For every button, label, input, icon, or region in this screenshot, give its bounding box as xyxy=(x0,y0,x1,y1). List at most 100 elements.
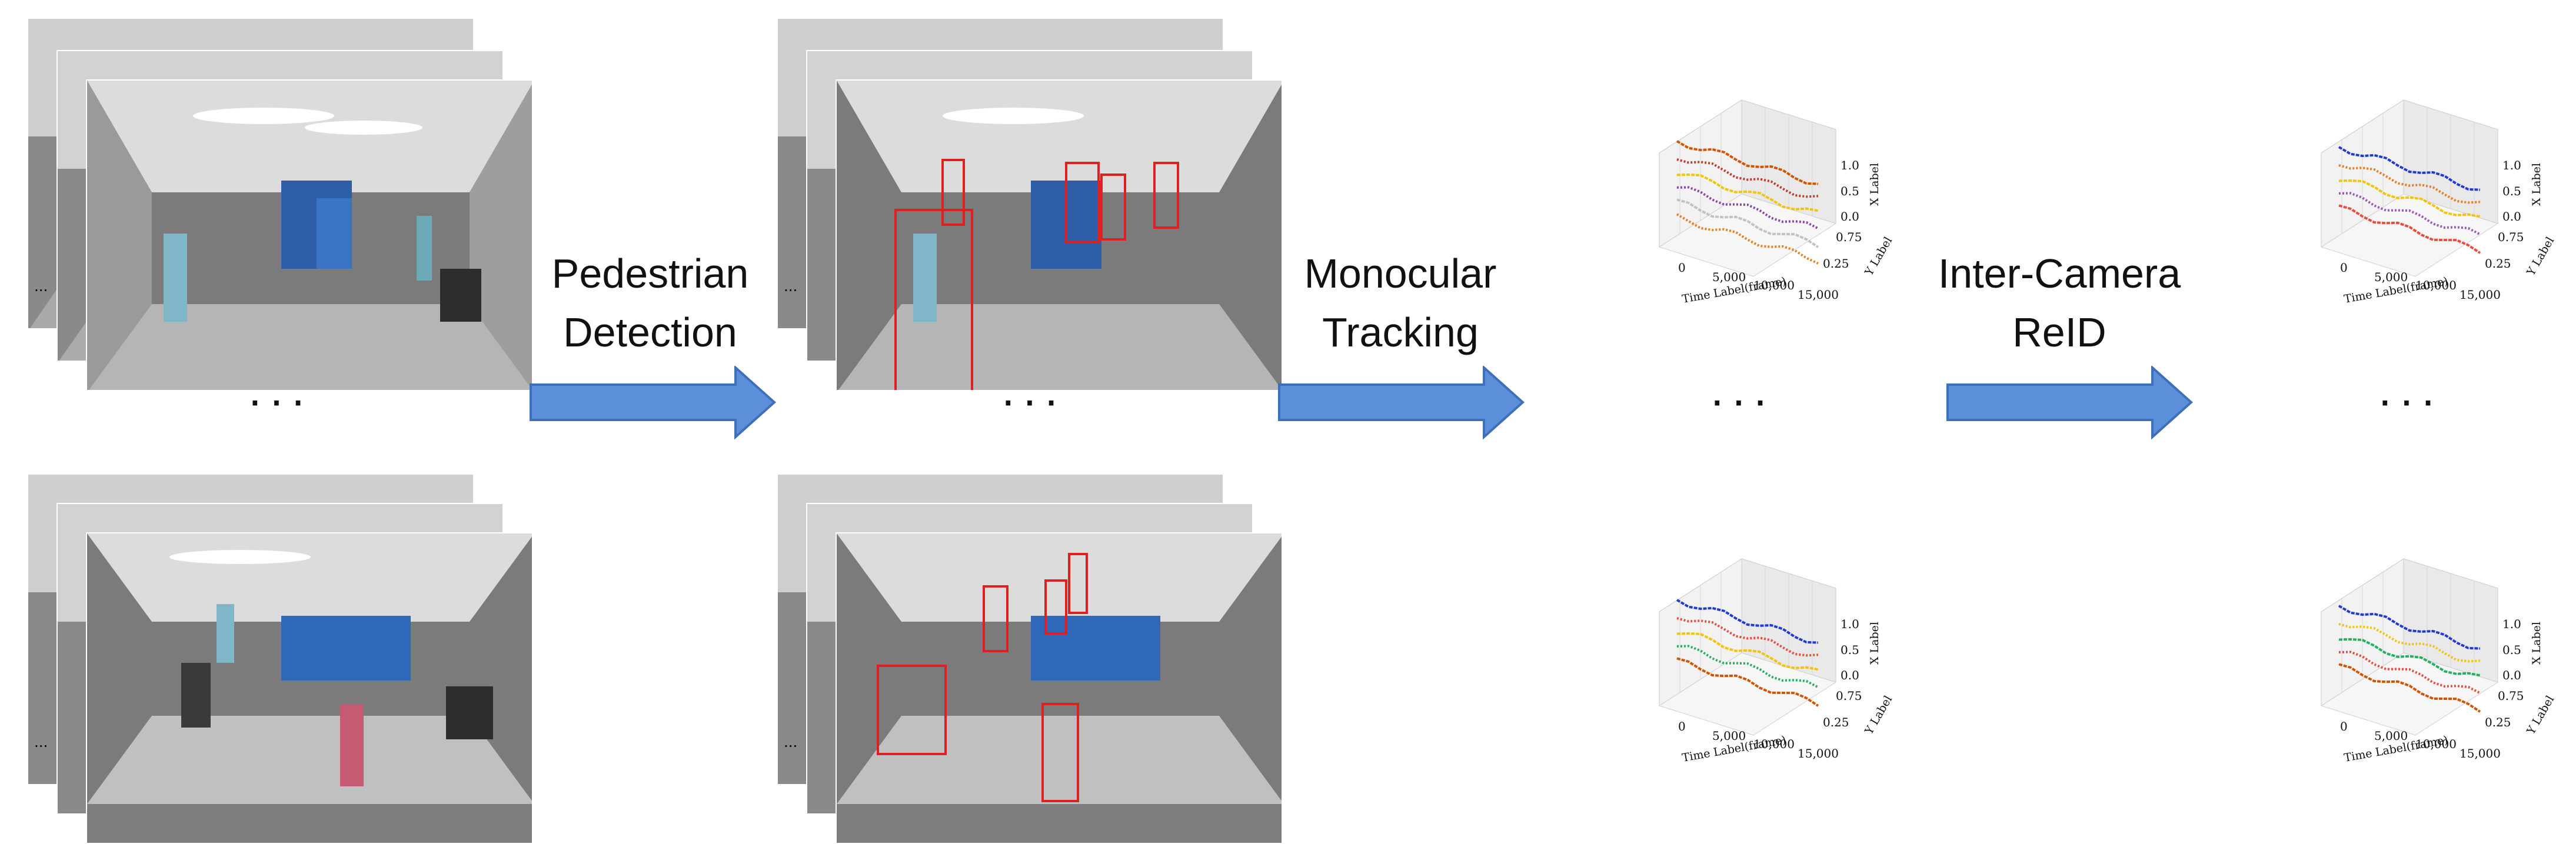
trajectory xyxy=(2338,605,2481,650)
plot-floor xyxy=(1658,652,1837,736)
operating-room-frame xyxy=(86,79,533,391)
detection-box xyxy=(894,209,973,390)
trajectory xyxy=(2338,192,2481,236)
stack-marker: ... xyxy=(34,732,48,750)
y-tick-label: 0.25 xyxy=(1823,715,1849,729)
y-tick-label: 0.75 xyxy=(1836,689,1862,703)
stage-label-line: Monocular xyxy=(1304,251,1497,296)
detection-box xyxy=(983,585,1009,652)
trajectory xyxy=(1676,158,1819,198)
trajectory xyxy=(2338,164,2481,204)
time-tick-label: 5,000 xyxy=(1712,729,1746,743)
ellipsis: ··· xyxy=(1000,373,1065,426)
trajectory xyxy=(1676,140,1819,185)
trajectory xyxy=(2338,204,2481,254)
y-tick-label: 0.75 xyxy=(2498,230,2524,244)
stage-label-detection: Pedestrian Detection xyxy=(527,244,774,362)
y-tick-label: 0.25 xyxy=(1823,256,1849,271)
trajectory xyxy=(1676,657,1819,707)
time-tick-label: 0 xyxy=(1678,261,1686,275)
plot-floor xyxy=(1658,194,1837,277)
detection-frame xyxy=(836,532,1283,844)
x-tick-label: 0.0 xyxy=(2502,209,2521,223)
y-tick-label: 0.75 xyxy=(2498,689,2524,703)
time-tick-label: 10,000 xyxy=(1753,278,1795,292)
stage-label-line: Tracking xyxy=(1322,309,1479,355)
y-axis-label: Y Label xyxy=(1862,693,1895,737)
ellipsis: ··· xyxy=(247,373,312,426)
detection-box xyxy=(1068,553,1088,614)
trajectory xyxy=(2338,663,2481,713)
time-tick-label: 5,000 xyxy=(2374,270,2408,284)
x-axis-label: X Label xyxy=(2530,163,2543,206)
x-tick-label: 1.0 xyxy=(2502,617,2521,631)
detection-box xyxy=(1153,162,1179,229)
trajectory xyxy=(1676,632,1819,671)
x-tick-label: 0.5 xyxy=(2502,643,2521,657)
time-tick-label: 10,000 xyxy=(2415,737,2457,751)
trajectory xyxy=(1676,186,1819,230)
trajectory xyxy=(2338,650,2481,695)
x-axis-label: X Label xyxy=(1868,163,1881,206)
trajectory xyxy=(2338,623,2481,663)
time-tick-label: 15,000 xyxy=(2459,746,2501,760)
x-tick-label: 0.5 xyxy=(2502,184,2521,198)
time-tick-label: 10,000 xyxy=(1753,737,1795,751)
x-tick-label: 1.0 xyxy=(2502,158,2521,172)
y-tick-label: 0.25 xyxy=(2485,715,2511,729)
y-tick-label: 0.75 xyxy=(1836,230,1862,244)
ellipsis: ··· xyxy=(2377,373,2442,426)
time-tick-label: 0 xyxy=(2340,261,2348,275)
trajectory xyxy=(2338,146,2481,191)
stack-marker: ... xyxy=(34,276,48,295)
stage-label-line: ReID xyxy=(2012,309,2106,355)
trajectory xyxy=(1676,198,1819,248)
trajectory xyxy=(1676,599,1819,644)
process-arrow xyxy=(1946,366,2194,439)
time-tick-label: 10,000 xyxy=(2415,278,2457,292)
trajectory xyxy=(1676,617,1819,657)
x-axis-label: X Label xyxy=(2530,622,2543,665)
detection-box xyxy=(1065,162,1100,243)
stack-marker: ... xyxy=(784,732,798,750)
x-tick-label: 0.0 xyxy=(1841,209,1859,223)
stage-label-line: Inter-Camera xyxy=(1938,251,2181,296)
stage-label-line: Detection xyxy=(563,309,737,355)
detection-frame xyxy=(836,79,1283,391)
detection-box xyxy=(1044,579,1067,635)
time-tick-label: 15,000 xyxy=(2459,288,2501,302)
x-tick-label: 1.0 xyxy=(1841,617,1859,631)
ellipsis: ··· xyxy=(1709,373,1774,426)
operating-room-frame xyxy=(86,532,533,844)
detection-box xyxy=(941,159,965,226)
detection-box xyxy=(877,665,947,755)
detection-box xyxy=(1100,174,1126,241)
y-tick-label: 0.25 xyxy=(2485,256,2511,271)
time-tick-label: 15,000 xyxy=(1798,288,1839,302)
y-axis-label: Y Label xyxy=(2524,235,2557,278)
time-tick-label: 15,000 xyxy=(1798,746,1839,760)
x-tick-label: 1.0 xyxy=(1841,158,1859,172)
time-tick-label: 0 xyxy=(2340,719,2348,733)
stage-label-tracking: Monocular Tracking xyxy=(1277,244,1524,362)
process-arrow xyxy=(530,366,777,439)
trajectory xyxy=(1676,174,1819,212)
y-axis-label: Y Label xyxy=(2524,693,2557,737)
time-tick-label: 5,000 xyxy=(1712,270,1746,284)
x-axis-label: X Label xyxy=(1868,622,1881,665)
stage-label-reid: Inter-Camera ReID xyxy=(1924,244,2195,362)
y-axis-label: Y Label xyxy=(1862,235,1895,278)
time-tick-label: 0 xyxy=(1678,719,1686,733)
trajectory xyxy=(1676,645,1819,689)
x-tick-label: 0.0 xyxy=(1841,668,1859,682)
process-arrow xyxy=(1278,366,1525,439)
trajectory xyxy=(2338,638,2481,677)
stage-label-line: Pedestrian xyxy=(551,251,749,296)
stack-marker: ... xyxy=(784,276,798,295)
x-tick-label: 0.0 xyxy=(2502,668,2521,682)
trajectory xyxy=(2338,179,2481,218)
time-tick-label: 5,000 xyxy=(2374,729,2408,743)
